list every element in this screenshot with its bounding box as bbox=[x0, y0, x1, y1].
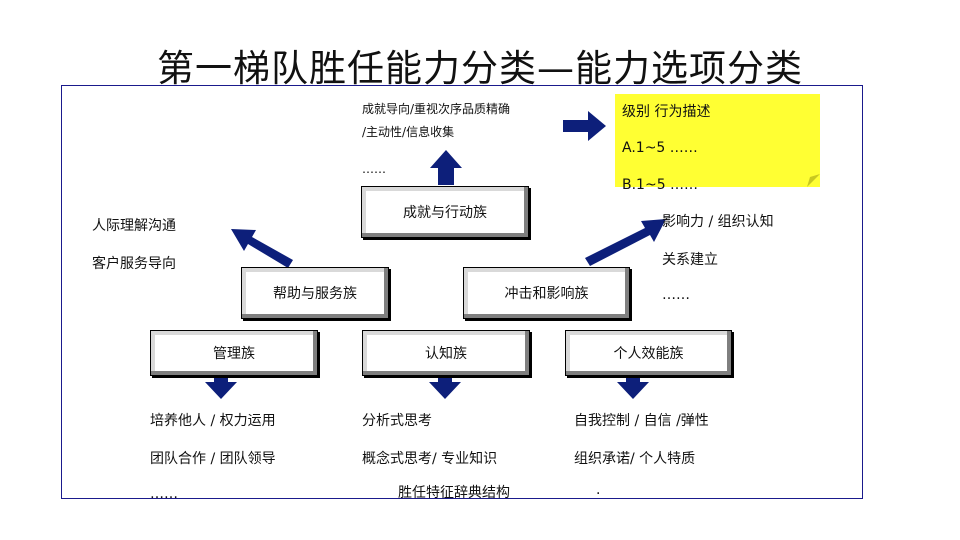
up-arrow-icon bbox=[430, 150, 462, 185]
diagonal-arrow-upleft-icon bbox=[231, 229, 293, 268]
cognitive-item: 概念式思考/ 专业知识 bbox=[362, 451, 498, 467]
helping-family-box: 帮助与服务族 bbox=[241, 267, 389, 319]
cognitive-family-label: 认知族 bbox=[425, 346, 467, 362]
personal-family-label: 个人效能族 bbox=[613, 346, 684, 362]
down-arrow-icon bbox=[617, 375, 649, 399]
impact-item: …… bbox=[662, 287, 690, 303]
cognitive-item: 分析式思考 bbox=[362, 413, 432, 429]
achievement-family-label: 成就与行动族 bbox=[403, 205, 487, 221]
note-row: A.1~5 …… bbox=[622, 140, 698, 156]
management-item: …… bbox=[150, 486, 178, 502]
impact-family-label: 冲击和影响族 bbox=[504, 286, 589, 302]
achievement-item: 成就导向/重视次序品质精确 bbox=[362, 102, 511, 116]
note-row: B.1~5 …… bbox=[622, 177, 699, 193]
achievement-family-box: 成就与行动族 bbox=[361, 186, 529, 238]
down-arrow-icon bbox=[205, 375, 237, 399]
management-item: 团队合作 / 团队领导 bbox=[150, 451, 276, 467]
helping-family-label: 帮助与服务族 bbox=[273, 286, 357, 302]
management-family-box: 管理族 bbox=[150, 330, 318, 376]
management-family-label: 管理族 bbox=[213, 346, 255, 362]
note-header: 级别 行为描述 bbox=[622, 104, 711, 120]
impact-item: 影响力 / 组织认知 bbox=[662, 214, 774, 230]
achievement-item: …… bbox=[362, 162, 386, 176]
impact-family-box: 冲击和影响族 bbox=[463, 267, 630, 319]
page-title: 第一梯队胜任能力分类—能力选项分类 bbox=[157, 47, 803, 90]
management-item: 培养他人 / 权力运用 bbox=[150, 413, 276, 429]
diagonal-arrow-upright-icon bbox=[585, 219, 666, 266]
footer-caption: 胜任特征辞典结构 bbox=[398, 485, 510, 501]
level-note: 级别 行为描述 A.1~5 …… B.1~5 …… bbox=[615, 94, 820, 193]
personal-item: 组织承诺/ 个人特质 bbox=[574, 451, 696, 467]
achievement-item: /主动性/信息收集 bbox=[362, 125, 455, 139]
down-arrow-icon bbox=[429, 375, 461, 399]
personal-item: . bbox=[596, 482, 601, 498]
personal-item: 自我控制 / 自信 /弹性 bbox=[574, 413, 709, 429]
right-arrow-icon bbox=[563, 111, 606, 141]
helping-item: 客户服务导向 bbox=[92, 256, 176, 272]
impact-item: 关系建立 bbox=[662, 252, 718, 268]
personal-family-box: 个人效能族 bbox=[565, 330, 732, 376]
note-fold-icon bbox=[807, 174, 820, 187]
cognitive-family-box: 认知族 bbox=[362, 330, 530, 376]
helping-item: 人际理解沟通 bbox=[92, 218, 176, 234]
diagram-frame bbox=[61, 85, 863, 499]
